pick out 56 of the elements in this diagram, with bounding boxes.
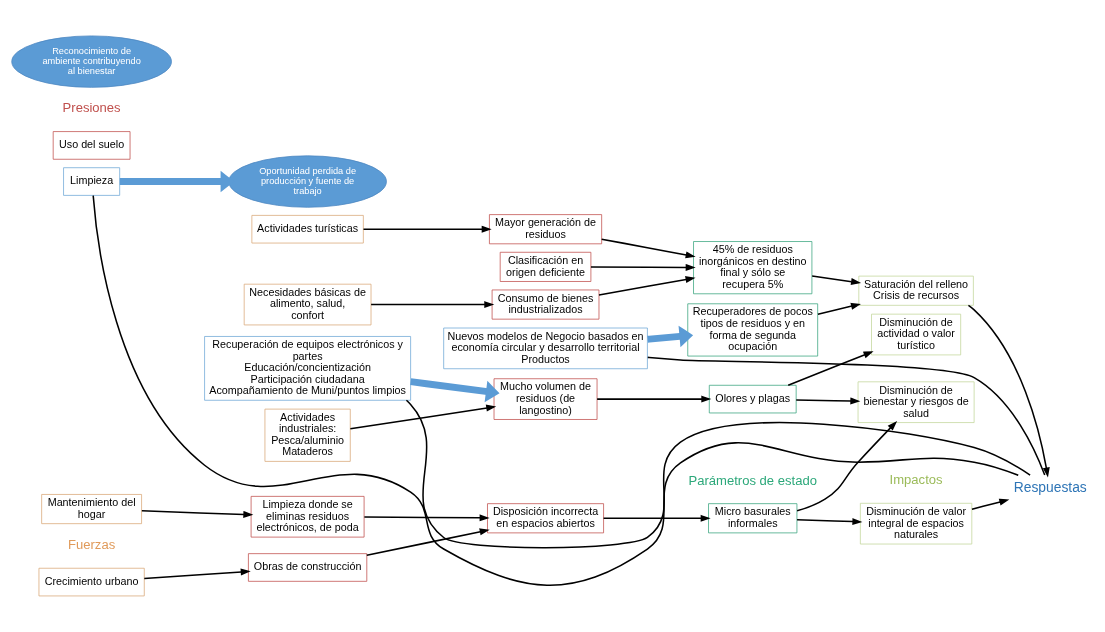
node-box: 45% de residuos inorgánicos en destino final y sólo se recupera 5%: [693, 241, 813, 295]
arrow: [143, 568, 251, 580]
node-box: Disminución de valor integral de espacios naturales: [859, 502, 973, 545]
node-text: Respuestas: [1013, 479, 1087, 496]
arrow: [787, 351, 874, 387]
arrow: [349, 404, 497, 430]
arrow: [600, 238, 696, 259]
arrow: [598, 276, 696, 296]
arrow: [362, 225, 492, 233]
node-ellipse: Oportunidad perdida de producción y fuente de trabajo: [228, 155, 387, 208]
node-box: Consumo de bienes industrializados: [491, 289, 600, 320]
node-box: Obras de construcción: [248, 553, 368, 582]
arrow: [796, 420, 898, 512]
node-box: Mucho volumen de residuos (de langostino): [493, 378, 598, 420]
arrow: [596, 395, 712, 403]
arrow: [817, 302, 861, 316]
label: Parámetros de estado: [688, 472, 817, 488]
arrow: [370, 301, 495, 309]
node-box: Disposición incorrecta en espacios abiertos: [487, 503, 604, 534]
arrow: [811, 275, 862, 286]
node-box: Limpieza: [63, 167, 121, 196]
node-box: Disminución de bienestar y riesgos de salud: [857, 381, 975, 423]
label: Impactos: [889, 471, 943, 487]
label: Presiones: [62, 100, 121, 116]
node-box: Nuevos modelos de Negocio basados en economía circular y desarrollo territorial Productos: [443, 327, 648, 370]
arrow: [796, 518, 863, 526]
node-box: Mayor generación de residuos: [489, 214, 603, 245]
node-box: Necesidades básicas de alimento, salud, confort: [243, 283, 372, 326]
node-box: Actividades industriales: Pesca/aluminio Mataderos: [264, 408, 351, 462]
arrow: [590, 263, 696, 271]
connector: [646, 356, 1046, 476]
node-box: Clasificación en origen deficiente: [499, 251, 592, 282]
node-box: Mantenimiento del hogar: [41, 494, 142, 525]
arrow: [366, 528, 490, 557]
node-box: Disminución de actividad o valor turístico: [871, 313, 962, 356]
arrow: [363, 514, 490, 522]
node-box: Uso del suelo: [52, 131, 131, 160]
connector: [92, 194, 1019, 586]
arrow: [410, 378, 500, 403]
node-box: Saturación del relleno Crisis de recursos: [858, 275, 974, 306]
arrow: [971, 498, 1010, 511]
connector: [405, 399, 1031, 549]
arrow: [141, 510, 254, 518]
node-box: Limpieza donde se eliminas residuos electrónicos, de poda: [250, 496, 365, 538]
node-box: Crecimiento urbano: [38, 567, 145, 597]
label: Fuerzas: [68, 537, 116, 553]
arrow: [647, 325, 694, 348]
arrow: [602, 514, 711, 522]
node-box: Actividades turísticas: [251, 215, 364, 244]
node-ellipse: Reconocimiento de ambiente contribuyendo al bienestar: [11, 35, 172, 88]
node-box: Recuperación de equipos electrónicos y partes Educación/concientización Participación ciudadana Acompañamiento de Muni/puntos limpios: [204, 336, 411, 401]
arrow: [967, 304, 1050, 478]
arrow: [795, 397, 861, 405]
node-box: Olores y plagas: [708, 384, 797, 414]
node-box: Recuperadores de pocos tipos de residuos y en forma de segunda ocupación: [687, 303, 819, 357]
node-box: Micro basurales informales: [708, 503, 798, 534]
